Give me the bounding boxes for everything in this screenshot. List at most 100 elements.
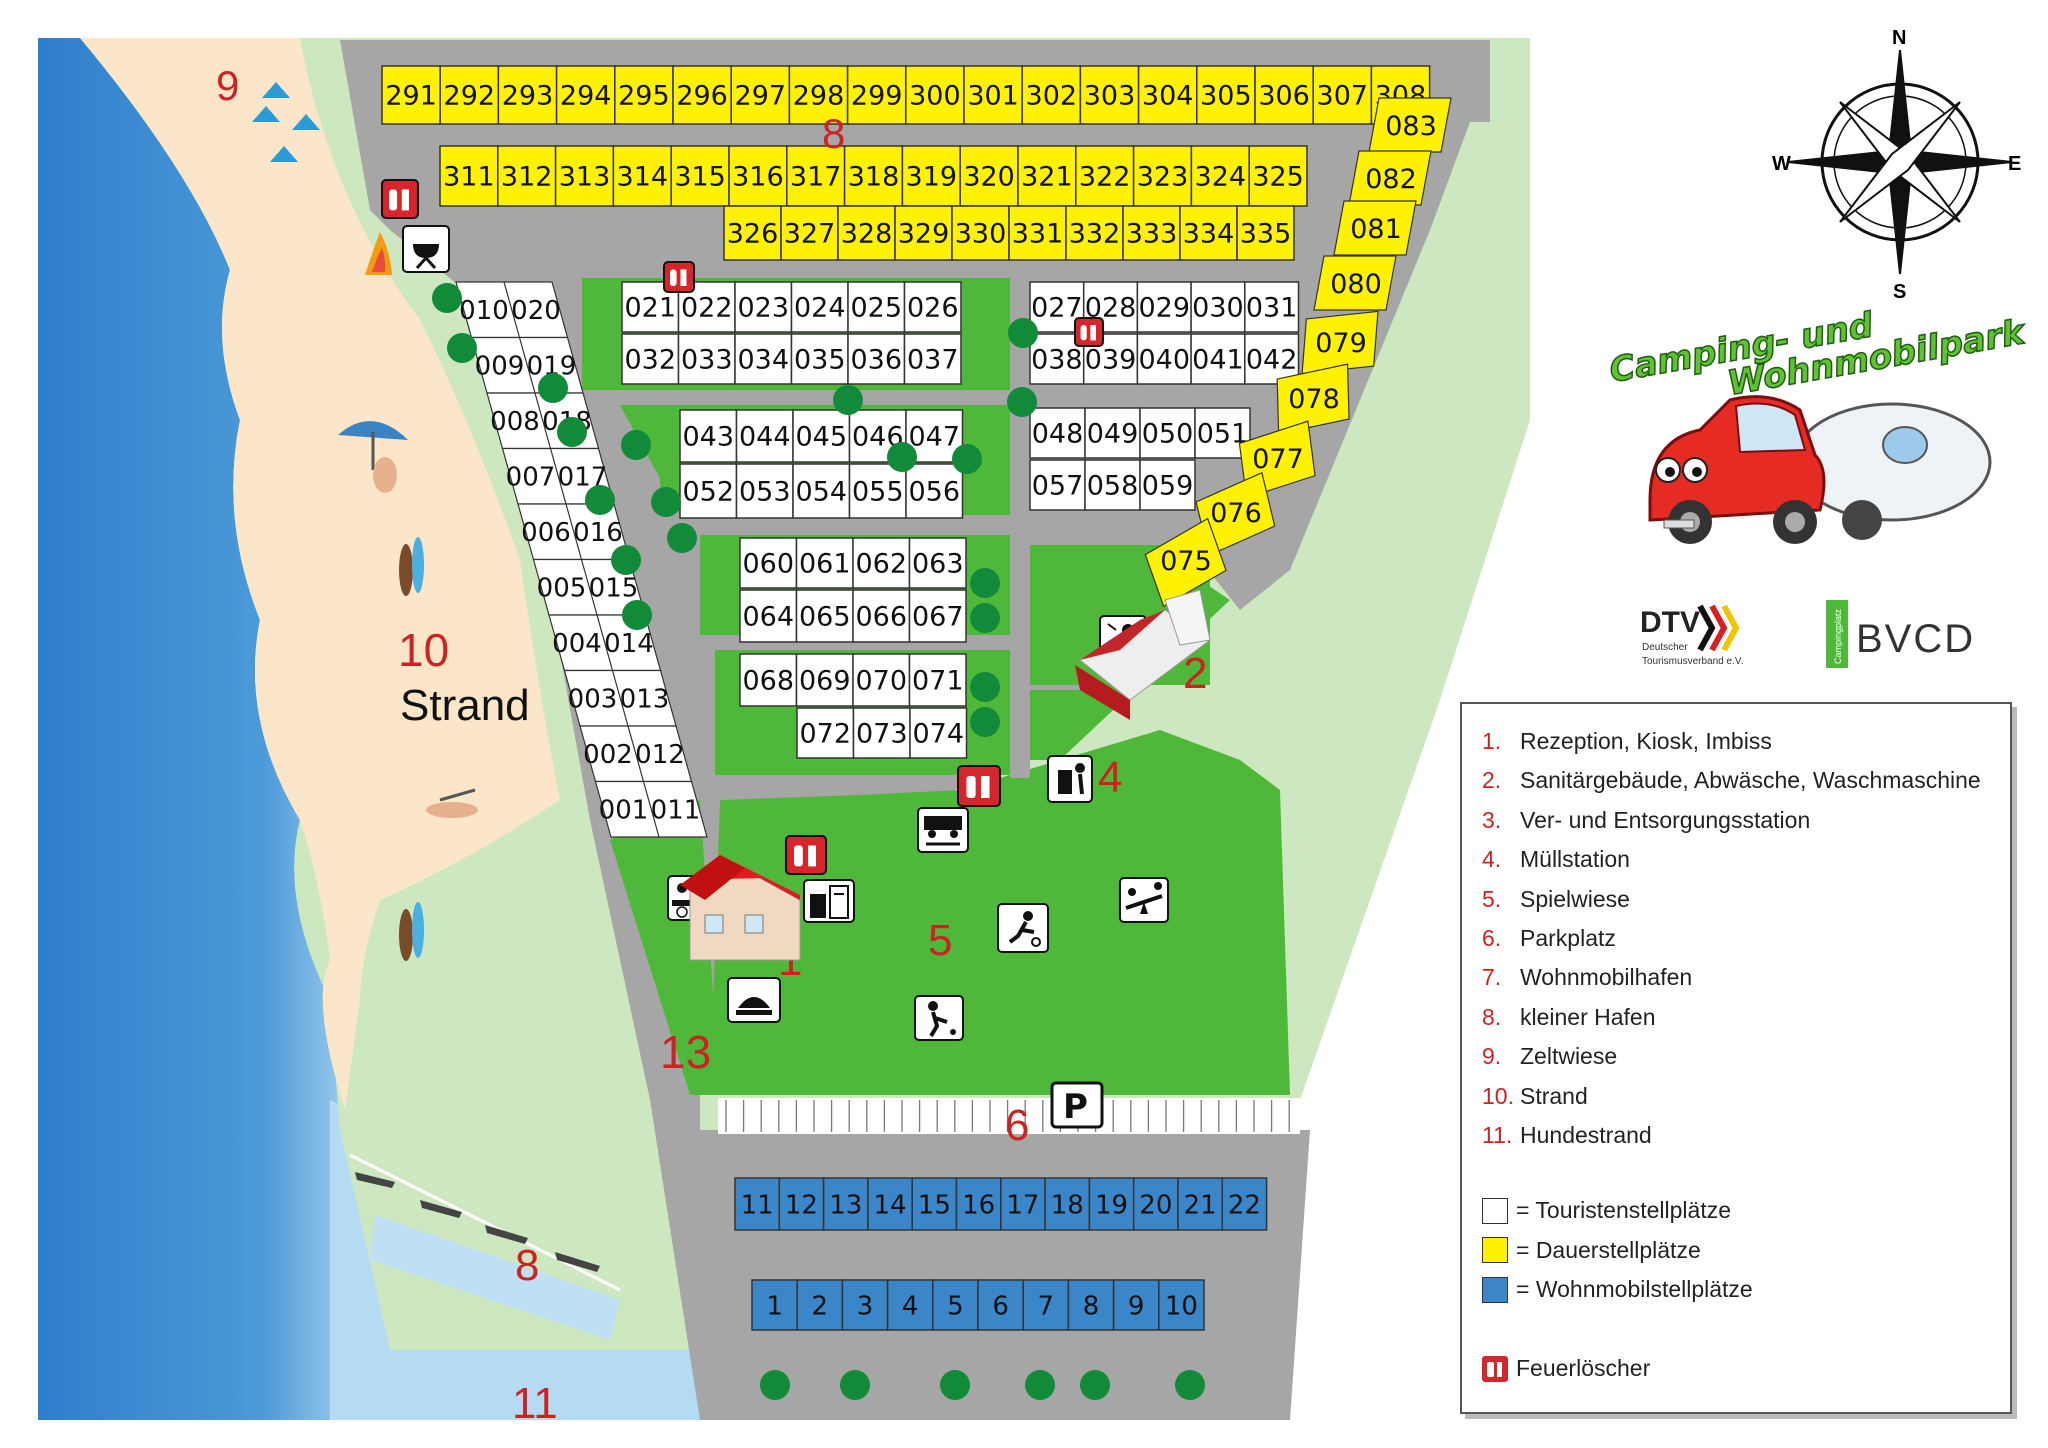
plot-21[interactable]: 21	[1177, 1177, 1224, 1231]
plot-318[interactable]: 318	[843, 145, 904, 207]
plot-295[interactable]: 295	[614, 65, 674, 125]
plot-030[interactable]: 030	[1190, 281, 1246, 333]
plot-064[interactable]: 064	[739, 589, 798, 643]
plot-080[interactable]: 080	[1313, 255, 1397, 311]
plot-304[interactable]: 304	[1137, 65, 1198, 125]
plot-8[interactable]: 8	[1067, 1279, 1115, 1331]
grill-icon[interactable]	[402, 225, 450, 273]
plot-292[interactable]: 292	[439, 65, 500, 125]
plot-300[interactable]: 300	[905, 65, 965, 125]
plot-067[interactable]: 067	[908, 589, 967, 643]
plot-050[interactable]: 050	[1139, 407, 1196, 459]
plot-021[interactable]: 021	[621, 281, 680, 333]
plot-321[interactable]: 321	[1017, 145, 1077, 207]
plot-324[interactable]: 324	[1190, 145, 1250, 207]
plot-10[interactable]: 10	[1158, 1279, 1205, 1331]
plot-323[interactable]: 323	[1132, 145, 1193, 207]
plot-303[interactable]: 303	[1079, 65, 1140, 125]
plot-022[interactable]: 022	[677, 281, 736, 333]
plot-296[interactable]: 296	[672, 65, 732, 125]
plot-11[interactable]: 11	[734, 1177, 781, 1231]
plot-024[interactable]: 024	[790, 281, 849, 333]
plot-311[interactable]: 311	[439, 145, 499, 207]
plot-19[interactable]: 19	[1088, 1177, 1135, 1231]
plot-328[interactable]: 328	[837, 205, 896, 261]
plot-18[interactable]: 18	[1044, 1177, 1091, 1231]
plot-049[interactable]: 049	[1084, 407, 1141, 459]
football-icon[interactable]	[997, 903, 1049, 953]
fire-extinguisher-icon[interactable]	[663, 261, 695, 293]
plot-026[interactable]: 026	[903, 281, 962, 333]
kiosk-icon[interactable]	[803, 879, 855, 923]
plot-315[interactable]: 315	[670, 145, 730, 207]
plot-1[interactable]: 1	[751, 1279, 798, 1331]
food-icon[interactable]	[727, 977, 781, 1023]
plot-334[interactable]: 334	[1179, 205, 1238, 261]
plot-335[interactable]: 335	[1236, 205, 1295, 261]
plot-6[interactable]: 6	[977, 1279, 1024, 1331]
plot-052[interactable]: 052	[679, 463, 738, 519]
fire-extinguisher-icon[interactable]	[785, 835, 827, 875]
plot-313[interactable]: 313	[554, 145, 615, 207]
plot-332[interactable]: 332	[1065, 205, 1124, 261]
plot-069[interactable]: 069	[795, 653, 854, 707]
plot-5[interactable]: 5	[932, 1279, 979, 1331]
plot-048[interactable]: 048	[1029, 407, 1086, 459]
plot-325[interactable]: 325	[1248, 145, 1308, 207]
plot-044[interactable]: 044	[735, 409, 794, 463]
plot-043[interactable]: 043	[679, 409, 738, 463]
plot-305[interactable]: 305	[1196, 65, 1256, 125]
plot-13[interactable]: 13	[822, 1177, 869, 1231]
plot-068[interactable]: 068	[739, 653, 798, 707]
plot-293[interactable]: 293	[497, 65, 558, 125]
plot-299[interactable]: 299	[846, 65, 907, 125]
trash-icon[interactable]	[1047, 755, 1093, 803]
plot-302[interactable]: 302	[1021, 65, 1082, 125]
plot-041[interactable]: 041	[1190, 333, 1246, 385]
plot-054[interactable]: 054	[792, 463, 851, 519]
plot-073[interactable]: 073	[852, 707, 911, 759]
plot-079[interactable]: 079	[1296, 310, 1383, 375]
plot-3[interactable]: 3	[841, 1279, 889, 1331]
plot-329[interactable]: 329	[894, 205, 953, 261]
plot-316[interactable]: 316	[728, 145, 788, 207]
plot-14[interactable]: 14	[867, 1177, 913, 1231]
plot-060[interactable]: 060	[739, 537, 798, 589]
plot-16[interactable]: 16	[955, 1177, 1002, 1231]
plot-17[interactable]: 17	[1000, 1177, 1046, 1231]
plot-032[interactable]: 032	[621, 333, 680, 385]
plot-065[interactable]: 065	[795, 589, 854, 643]
plot-15[interactable]: 15	[911, 1177, 958, 1231]
fire-extinguisher-icon[interactable]	[1074, 317, 1104, 347]
plot-061[interactable]: 061	[795, 537, 854, 589]
seesaw-icon[interactable]	[1119, 877, 1169, 923]
plot-058[interactable]: 058	[1084, 459, 1141, 511]
plot-297[interactable]: 297	[730, 65, 791, 125]
plot-291[interactable]: 291	[381, 65, 441, 125]
plot-7[interactable]: 7	[1022, 1279, 1070, 1331]
plot-059[interactable]: 059	[1139, 459, 1196, 511]
plot-082[interactable]: 082	[1348, 150, 1432, 206]
plot-053[interactable]: 053	[735, 463, 794, 519]
plot-057[interactable]: 057	[1029, 459, 1086, 511]
plot-036[interactable]: 036	[847, 333, 906, 385]
plot-081[interactable]: 081	[1333, 200, 1417, 256]
plot-023[interactable]: 023	[734, 281, 793, 333]
plot-298[interactable]: 298	[788, 65, 849, 125]
plot-072[interactable]: 072	[796, 707, 855, 759]
plot-062[interactable]: 062	[852, 537, 911, 589]
plot-22[interactable]: 22	[1221, 1177, 1268, 1231]
plot-4[interactable]: 4	[886, 1279, 934, 1331]
parking-icon[interactable]: P	[1050, 1081, 1104, 1129]
plot-035[interactable]: 035	[790, 333, 849, 385]
plot-306[interactable]: 306	[1254, 65, 1314, 125]
plot-033[interactable]: 033	[677, 333, 736, 385]
plot-314[interactable]: 314	[612, 145, 672, 207]
plot-078[interactable]: 078	[1267, 363, 1358, 435]
